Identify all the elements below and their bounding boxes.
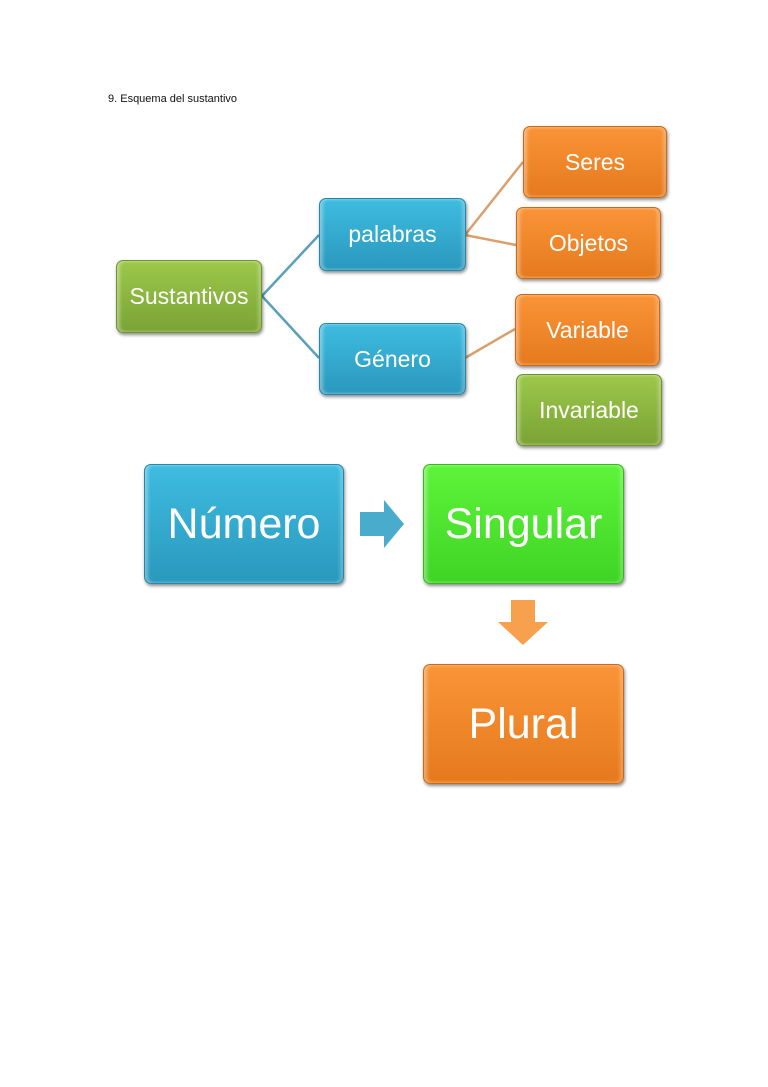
arrow-right-icon xyxy=(360,500,404,548)
node-variable: Variable xyxy=(515,294,660,366)
arrow-down-icon xyxy=(498,600,548,645)
connector-genero-variable xyxy=(464,327,516,360)
node-invariable: Invariable xyxy=(516,374,662,446)
node-numero: Número xyxy=(144,464,344,584)
node-objetos: Objetos xyxy=(516,207,661,279)
connector-sustantivos-genero xyxy=(261,295,320,359)
connector-palabras-seres xyxy=(464,161,524,236)
node-genero: Género xyxy=(319,323,466,395)
node-sustantivos: Sustantivos xyxy=(116,260,262,333)
page-title: 9. Esquema del sustantivo xyxy=(108,93,238,105)
node-seres: Seres xyxy=(523,126,667,198)
connector-palabras-objetos xyxy=(464,233,517,247)
connector-sustantivos-palabras xyxy=(261,234,320,297)
node-singular: Singular xyxy=(423,464,624,584)
node-plural: Plural xyxy=(423,664,624,784)
node-palabras: palabras xyxy=(319,198,466,271)
